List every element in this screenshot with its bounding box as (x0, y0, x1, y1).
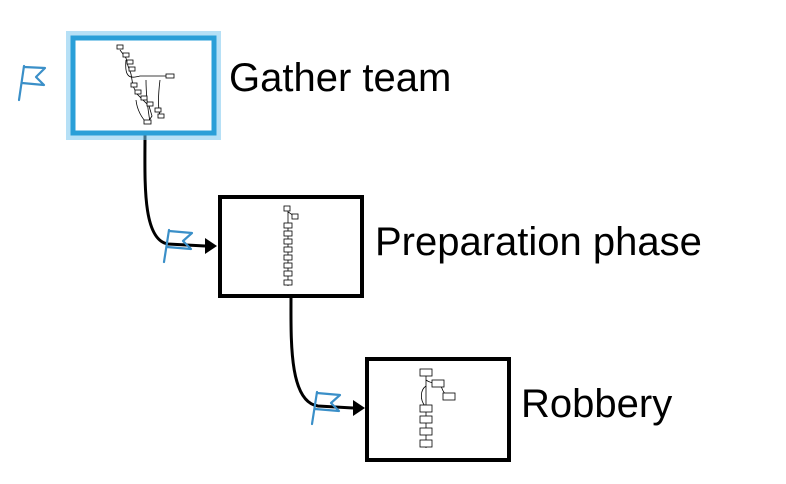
small-branch-thumbnail (419, 368, 456, 448)
connector-gather-to-preparation (143, 134, 206, 248)
flag-icon[interactable] (310, 390, 342, 426)
node-label-preparation-phase: Preparation phase (375, 220, 702, 264)
node-label-gather-team: Gather team (229, 56, 452, 100)
arrowhead-icon (205, 238, 217, 254)
flag-icon[interactable] (162, 228, 194, 264)
branching-flow-thumbnail (116, 44, 175, 125)
node-card-preparation-phase[interactable] (218, 195, 364, 298)
connector-preparation-to-robbery (289, 296, 354, 410)
node-card-robbery[interactable] (365, 357, 511, 462)
arrowhead-icon (353, 400, 365, 416)
node-label-robbery: Robbery (521, 382, 673, 426)
node-card-gather-team[interactable] (66, 31, 221, 140)
linear-flow-thumbnail (283, 205, 299, 286)
flag-icon[interactable] (17, 64, 47, 102)
